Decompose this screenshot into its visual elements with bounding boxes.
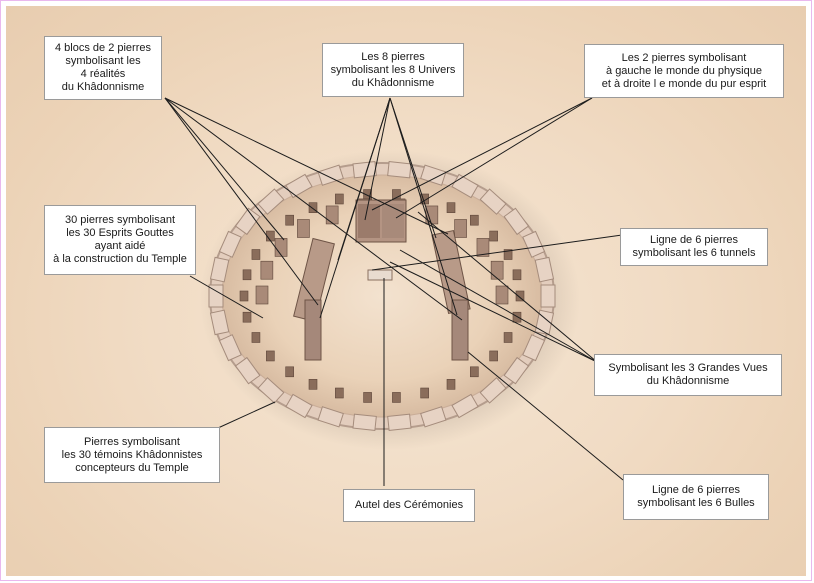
monde-stones <box>356 200 406 242</box>
tall-stone <box>256 286 268 304</box>
witness-pillar <box>240 291 248 301</box>
tall-stone <box>261 261 273 279</box>
witness-pillar <box>447 203 455 213</box>
witness-pillar <box>513 312 521 322</box>
label-tunnels: Ligne de 6 pierres symbolisant les 6 tun… <box>620 228 768 266</box>
tall-stone <box>326 206 338 224</box>
witness-pillar <box>252 332 260 342</box>
witness-pillar <box>421 388 429 398</box>
witness-pillar <box>266 351 274 361</box>
label-autel: Autel des Cérémonies <box>343 489 475 522</box>
wall-block <box>388 162 411 178</box>
wall-block <box>541 285 555 307</box>
witness-pillar <box>286 367 294 377</box>
witness-pillar <box>286 215 294 225</box>
witness-pillar <box>392 392 400 402</box>
tall-stone <box>455 219 467 237</box>
witness-pillar <box>470 367 478 377</box>
label-univers: Les 8 pierres symbolisant les 8 Univers … <box>322 43 464 97</box>
witness-pillar <box>243 270 251 280</box>
witness-pillar <box>447 379 455 389</box>
altar-stone <box>368 270 392 280</box>
witness-pillar <box>470 215 478 225</box>
witness-pillar <box>252 250 260 260</box>
witness-pillar <box>364 392 372 402</box>
label-vues: Symbolisant les 3 Grandes Vues du Khâdon… <box>594 354 782 396</box>
witness-pillar <box>335 194 343 204</box>
witness-pillar <box>335 388 343 398</box>
label-realites: 4 blocs de 2 pierres symbolisant les 4 r… <box>44 36 162 100</box>
tall-stone <box>297 219 309 237</box>
witness-pillar <box>243 312 251 322</box>
tall-stone <box>491 261 503 279</box>
tall-stone <box>496 286 508 304</box>
wall-block <box>388 414 411 430</box>
witness-pillar <box>513 270 521 280</box>
wall-block <box>353 414 376 430</box>
witness-pillar <box>504 332 512 342</box>
label-esprits: 30 pierres symbolisant les 30 Esprits Go… <box>44 205 196 275</box>
witness-pillar <box>490 231 498 241</box>
label-bulles: Ligne de 6 pierres symbolisant les 6 Bul… <box>623 474 769 520</box>
witness-pillar <box>309 379 317 389</box>
label-temoins: Pierres symbolisant les 30 témoins Khâdo… <box>44 427 220 483</box>
label-monde: Les 2 pierres symbolisant à gauche le mo… <box>584 44 784 98</box>
tall-stone <box>275 238 287 256</box>
witness-pillar <box>490 351 498 361</box>
